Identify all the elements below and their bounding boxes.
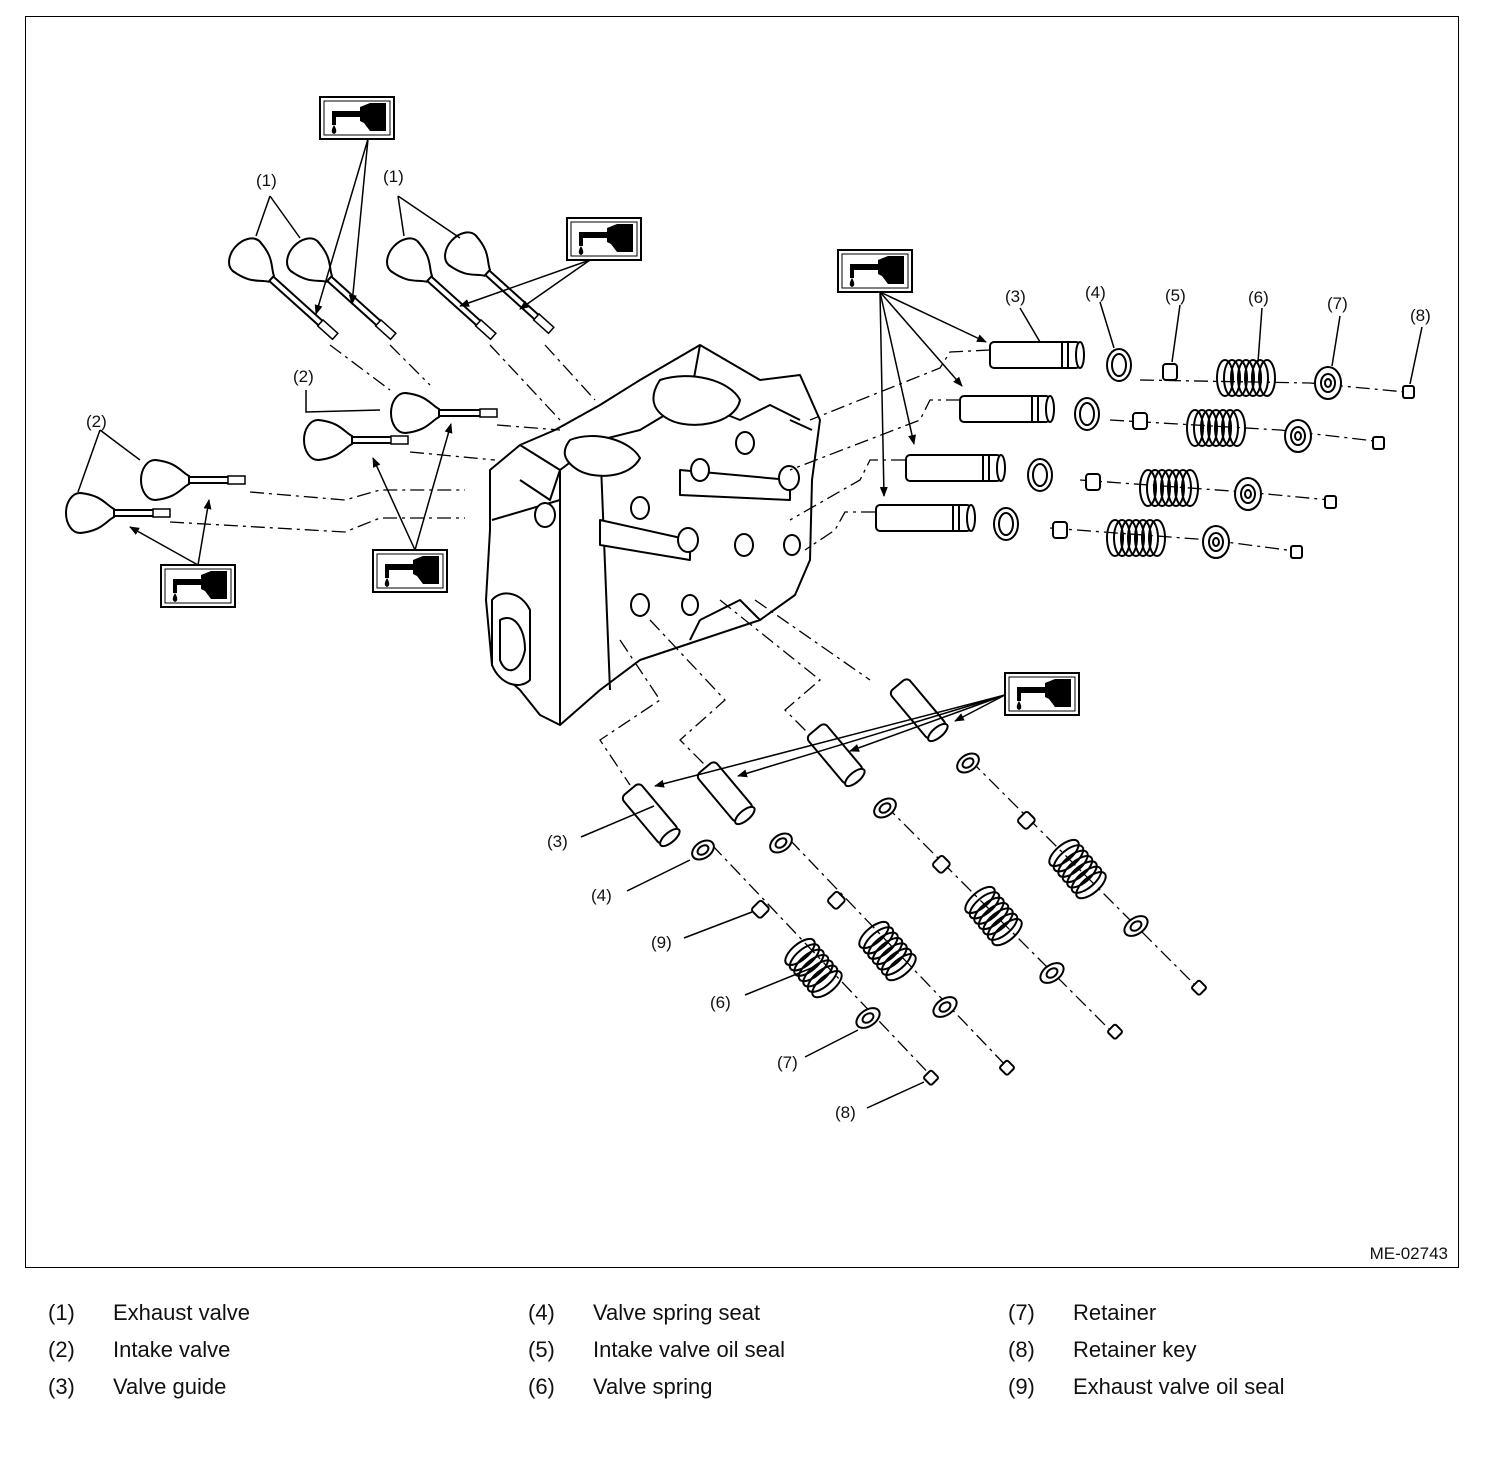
oil-can-apply-icon [566, 217, 642, 261]
callout-labels: (1) (1) (2) (2) (3) (4) (5) (6) (7) (8) … [86, 167, 1431, 1122]
callout-retainer-key-right: (8) [1410, 306, 1431, 325]
legend-text: Intake valve [113, 1337, 231, 1362]
callout-retainer-lower: (7) [777, 1053, 798, 1072]
legend-text: Retainer key [1073, 1337, 1197, 1362]
legend-number: (8) [1008, 1337, 1035, 1362]
callout-valve-spring-lower: (6) [710, 993, 731, 1012]
legend-number: (4) [528, 1300, 555, 1325]
head-bores [534, 431, 801, 617]
callout-leaders [77, 195, 1423, 1109]
callout-intake-valve-left: (2) [86, 412, 107, 431]
callout-exhaust-oil-seal: (9) [651, 933, 672, 952]
oil-can-apply-icon [372, 549, 448, 593]
exhaust-valves [221, 224, 555, 341]
oil-can-apply-icon [837, 249, 913, 293]
callout-valve-guide-lower: (3) [547, 832, 568, 851]
legend-text: Exhaust valve [113, 1300, 250, 1325]
intake-valves [65, 392, 498, 534]
legend-number: (1) [48, 1300, 75, 1325]
legend-text: Retainer [1073, 1300, 1157, 1325]
figure-code: ME-02743 [1369, 1244, 1448, 1263]
center-lines [169, 344, 1406, 1081]
oil-can-apply-icon [319, 96, 395, 140]
right-component-row [875, 341, 1415, 559]
exploded-valve-diagram: (1) (1) (2) (2) (3) (4) (5) (6) (7) (8) … [65, 96, 1431, 1122]
callout-valve-spring-right: (6) [1248, 288, 1269, 307]
legend-text: Valve guide [113, 1374, 227, 1399]
callout-intake-valve-upper: (2) [293, 367, 314, 386]
callout-retainer-right: (7) [1327, 294, 1348, 313]
oil-can-apply-icon [1004, 672, 1080, 716]
legend-text: Exhaust valve oil seal [1073, 1374, 1285, 1399]
legend-number: (3) [48, 1374, 75, 1399]
diagram-frame [25, 16, 1459, 1268]
legend-number: (6) [528, 1374, 555, 1399]
callout-valve-guide-right: (3) [1005, 287, 1026, 306]
oil-arrows [129, 138, 1006, 788]
callout-spring-seat-lower: (4) [591, 886, 612, 905]
callout-retainer-key-lower: (8) [835, 1103, 856, 1122]
callout-spring-seat-right: (4) [1085, 283, 1106, 302]
oil-can-apply-icon [160, 564, 236, 608]
cylinder-head [485, 344, 821, 726]
callout-exhaust-valve-left: (1) [256, 171, 277, 190]
legend: (1) Exhaust valve (2) Intake valve (3) Valv… [0, 1300, 1504, 1420]
legend-text: Valve spring seat [593, 1300, 761, 1325]
legend-number: (9) [1008, 1374, 1035, 1399]
callout-intake-oil-seal: (5) [1165, 286, 1186, 305]
legend-number: (2) [48, 1337, 75, 1362]
legend-number: (5) [528, 1337, 555, 1362]
legend-text: Intake valve oil seal [593, 1337, 785, 1362]
lower-component-rows [621, 678, 1207, 1086]
callout-exhaust-valve-right: (1) [383, 167, 404, 186]
legend-number: (7) [1008, 1300, 1035, 1325]
legend-text: Valve spring [593, 1374, 713, 1399]
